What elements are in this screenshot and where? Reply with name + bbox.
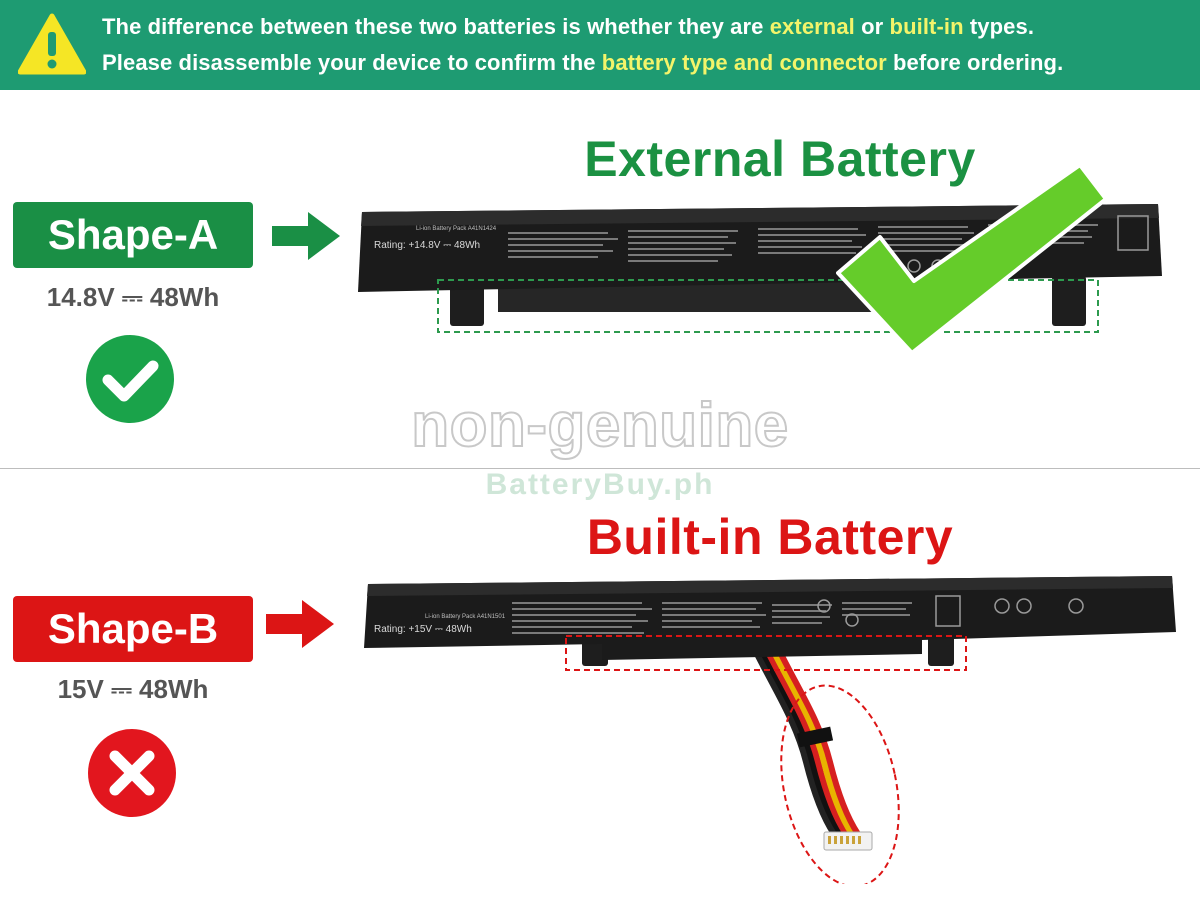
banner-highlight-external: external: [769, 14, 855, 39]
notice-banner: The difference between these two batteri…: [0, 0, 1200, 90]
banner-line-1: The difference between these two batteri…: [102, 14, 1034, 40]
built-in-battery-image: [364, 576, 1176, 884]
shape-a-badge: Shape-A: [13, 202, 253, 268]
battery-a-pack-label: Li-ion Battery Pack A41N1424: [416, 226, 497, 232]
banner-text: before ordering.: [886, 50, 1064, 75]
battery-b-pack-label: Li-ion Battery Pack A41N1501: [425, 614, 506, 620]
banner-line-2: Please disassemble your device to confir…: [102, 50, 1063, 76]
section-divider: [0, 468, 1200, 469]
watermark-text: non-genuine: [410, 390, 789, 461]
battery-b-rating-label: Rating: +15V ⎓ 48Wh: [374, 624, 472, 635]
check-circle-icon: [86, 335, 174, 423]
built-in-battery-title: Built-in Battery: [586, 509, 954, 565]
banner-text: Please disassemble your device to confir…: [102, 50, 602, 75]
warning-icon: [18, 13, 86, 75]
battery-a-rating-label: Rating: +14.8V ⎓ 48Wh: [374, 240, 481, 251]
banner-text: or: [854, 14, 890, 39]
big-check-icon: [836, 163, 1108, 355]
cross-circle-icon: [88, 729, 176, 817]
external-battery-title: External Battery: [584, 131, 976, 187]
arrow-right-icon: [266, 600, 334, 648]
banner-highlight-connector: battery type and connector: [601, 50, 887, 75]
shape-a-spec: 14.8V ⎓ 48Wh: [46, 282, 220, 312]
banner-highlight-built-in: built-in: [889, 14, 964, 39]
watermark-brand: BatteryBuy.ph: [485, 468, 715, 501]
shape-b-spec: 15V ⎓ 48Wh: [57, 674, 209, 704]
banner-text: types.: [963, 14, 1035, 39]
banner-text: The difference between these two batteri…: [102, 14, 770, 39]
shape-b-badge: Shape-B: [13, 596, 253, 662]
arrow-right-icon: [272, 212, 340, 260]
